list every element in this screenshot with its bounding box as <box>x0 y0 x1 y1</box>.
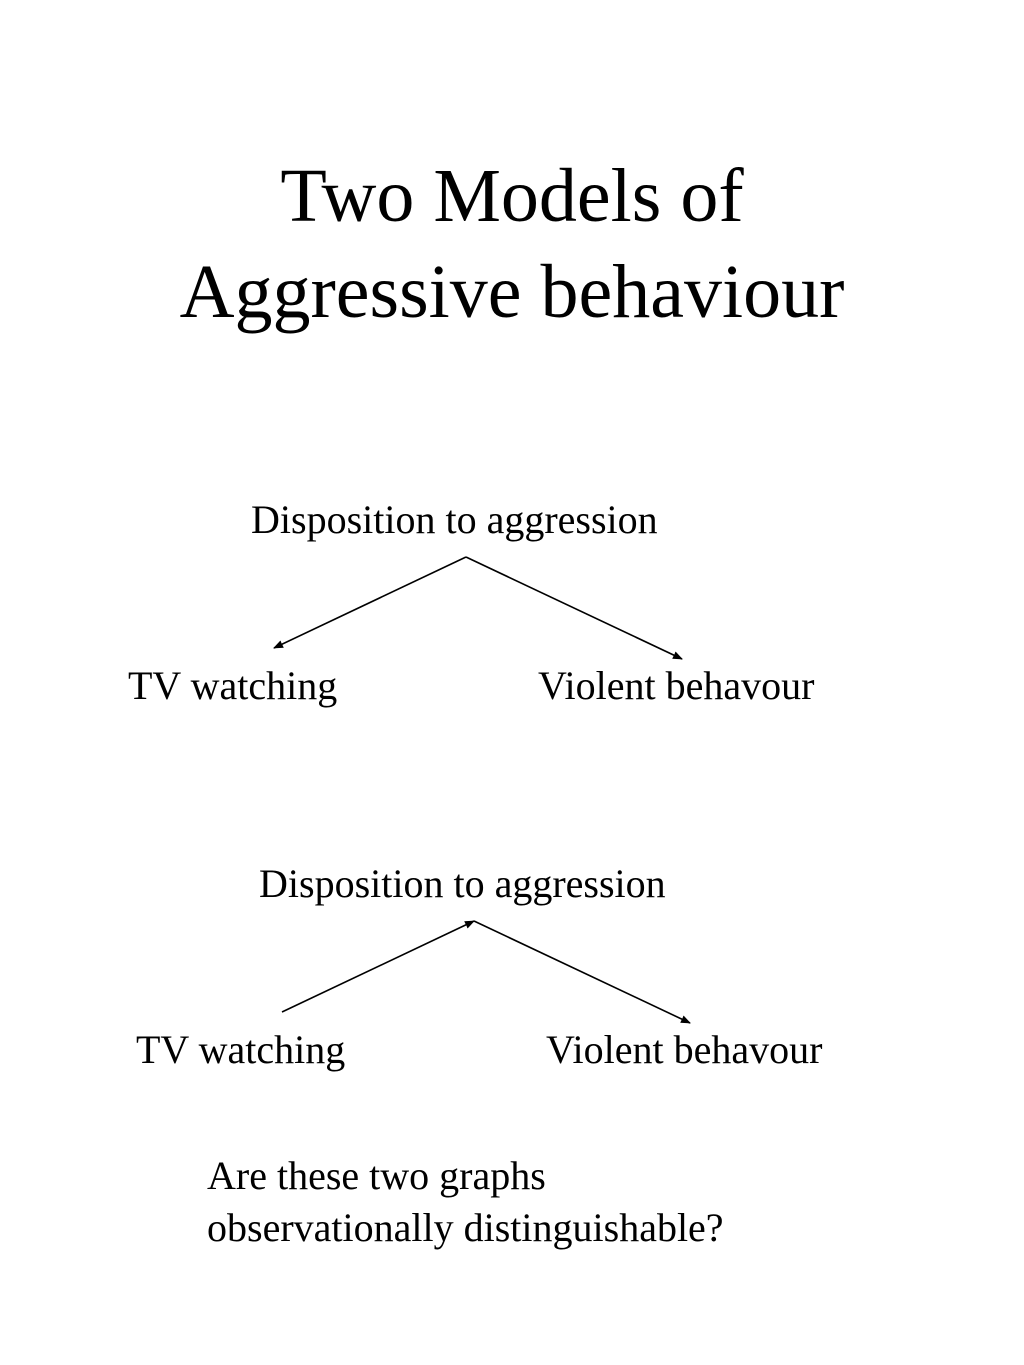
node-tv-watching: TV watching <box>128 663 338 708</box>
slide-title-line-1: Two Models of <box>280 154 744 238</box>
edge-tv-to-disposition <box>281 920 475 1013</box>
node-disposition: Disposition to aggression <box>251 497 658 542</box>
diagram-2-arrows <box>281 920 691 1024</box>
edge-disposition-to-violent <box>465 556 683 660</box>
question-line-1: Are these two graphs <box>207 1153 546 1198</box>
question-text: Are these two graphs observationally dis… <box>207 1150 724 1254</box>
node-violent-behaviour: Violent behavour <box>546 1027 823 1072</box>
question-line-2: observationally distinguishable? <box>207 1205 724 1250</box>
slide-title: Two Models of Aggressive behaviour <box>0 148 1024 340</box>
edge-disposition-to-tv <box>273 556 467 649</box>
causal-chain-diagram: Disposition to aggression TV watching Vi… <box>0 854 1024 1084</box>
node-violent-behaviour: Violent behavour <box>538 663 815 708</box>
diagram-1-arrows <box>273 556 683 660</box>
node-tv-watching: TV watching <box>136 1027 346 1072</box>
node-disposition: Disposition to aggression <box>259 861 666 906</box>
slide-title-line-2: Aggressive behaviour <box>179 250 845 334</box>
edge-disposition-to-violent <box>473 920 691 1024</box>
common-cause-diagram: Disposition to aggression TV watching Vi… <box>0 490 1024 720</box>
